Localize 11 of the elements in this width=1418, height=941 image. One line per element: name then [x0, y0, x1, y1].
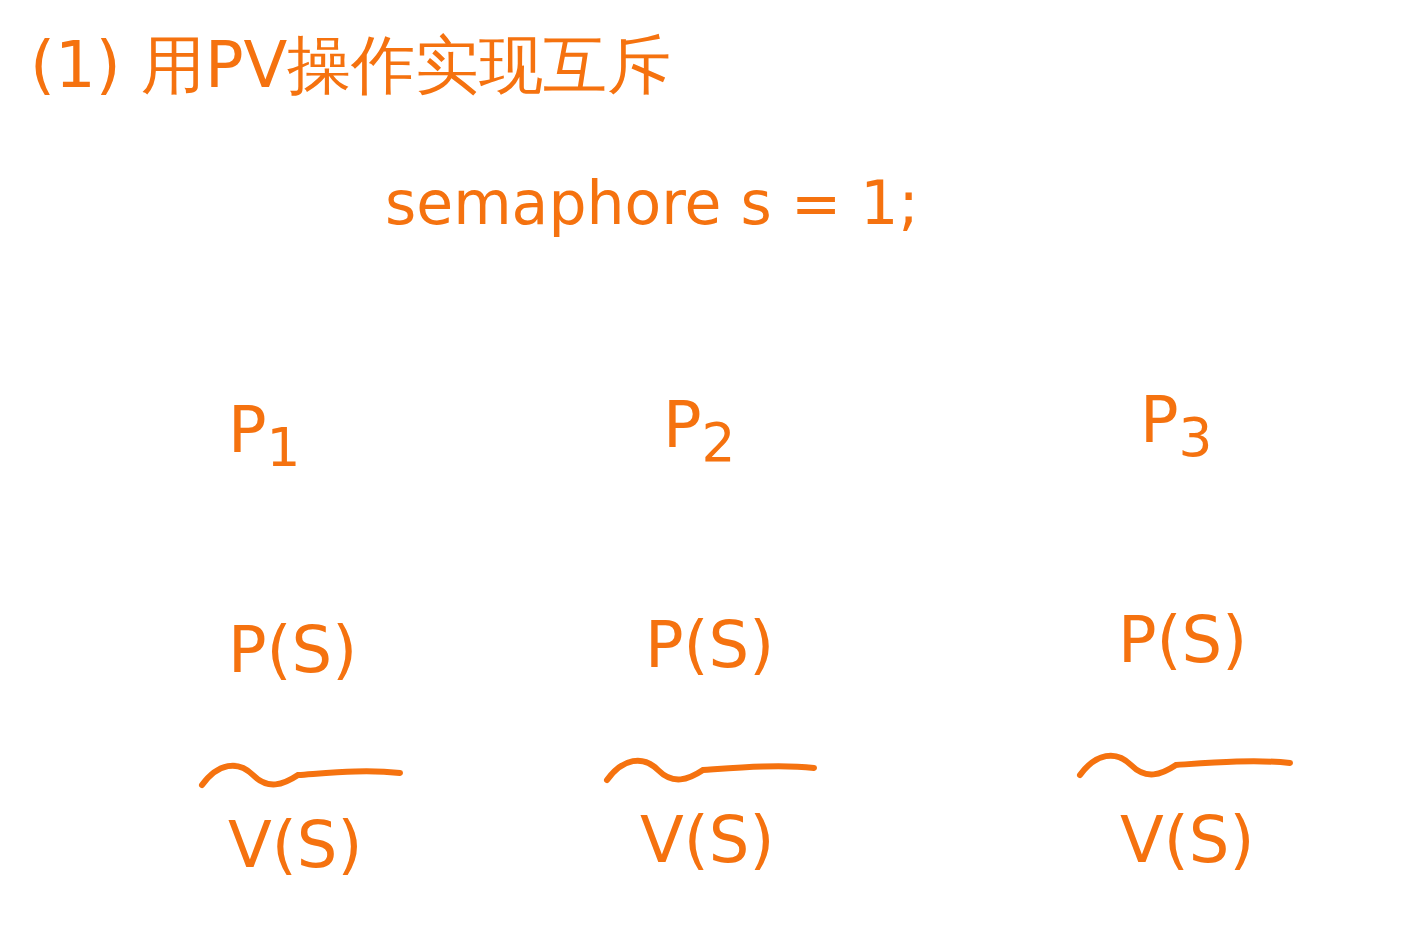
heading: (1) 用PV操作实现互斥: [30, 30, 672, 101]
code-line: semaphore s = 1;: [385, 170, 919, 236]
process-label: P$_{1}$: [228, 395, 301, 478]
operation-label: V(S): [1120, 805, 1255, 876]
operation-label: P(S): [645, 610, 775, 681]
operation-label: V(S): [640, 805, 775, 876]
process-label: P$_{2}$: [663, 390, 736, 473]
operation-label: P(S): [228, 615, 358, 686]
operation-label: V(S): [228, 810, 363, 881]
operation-label: P(S): [1118, 605, 1248, 676]
process-label: P$_{3}$: [1140, 385, 1213, 468]
